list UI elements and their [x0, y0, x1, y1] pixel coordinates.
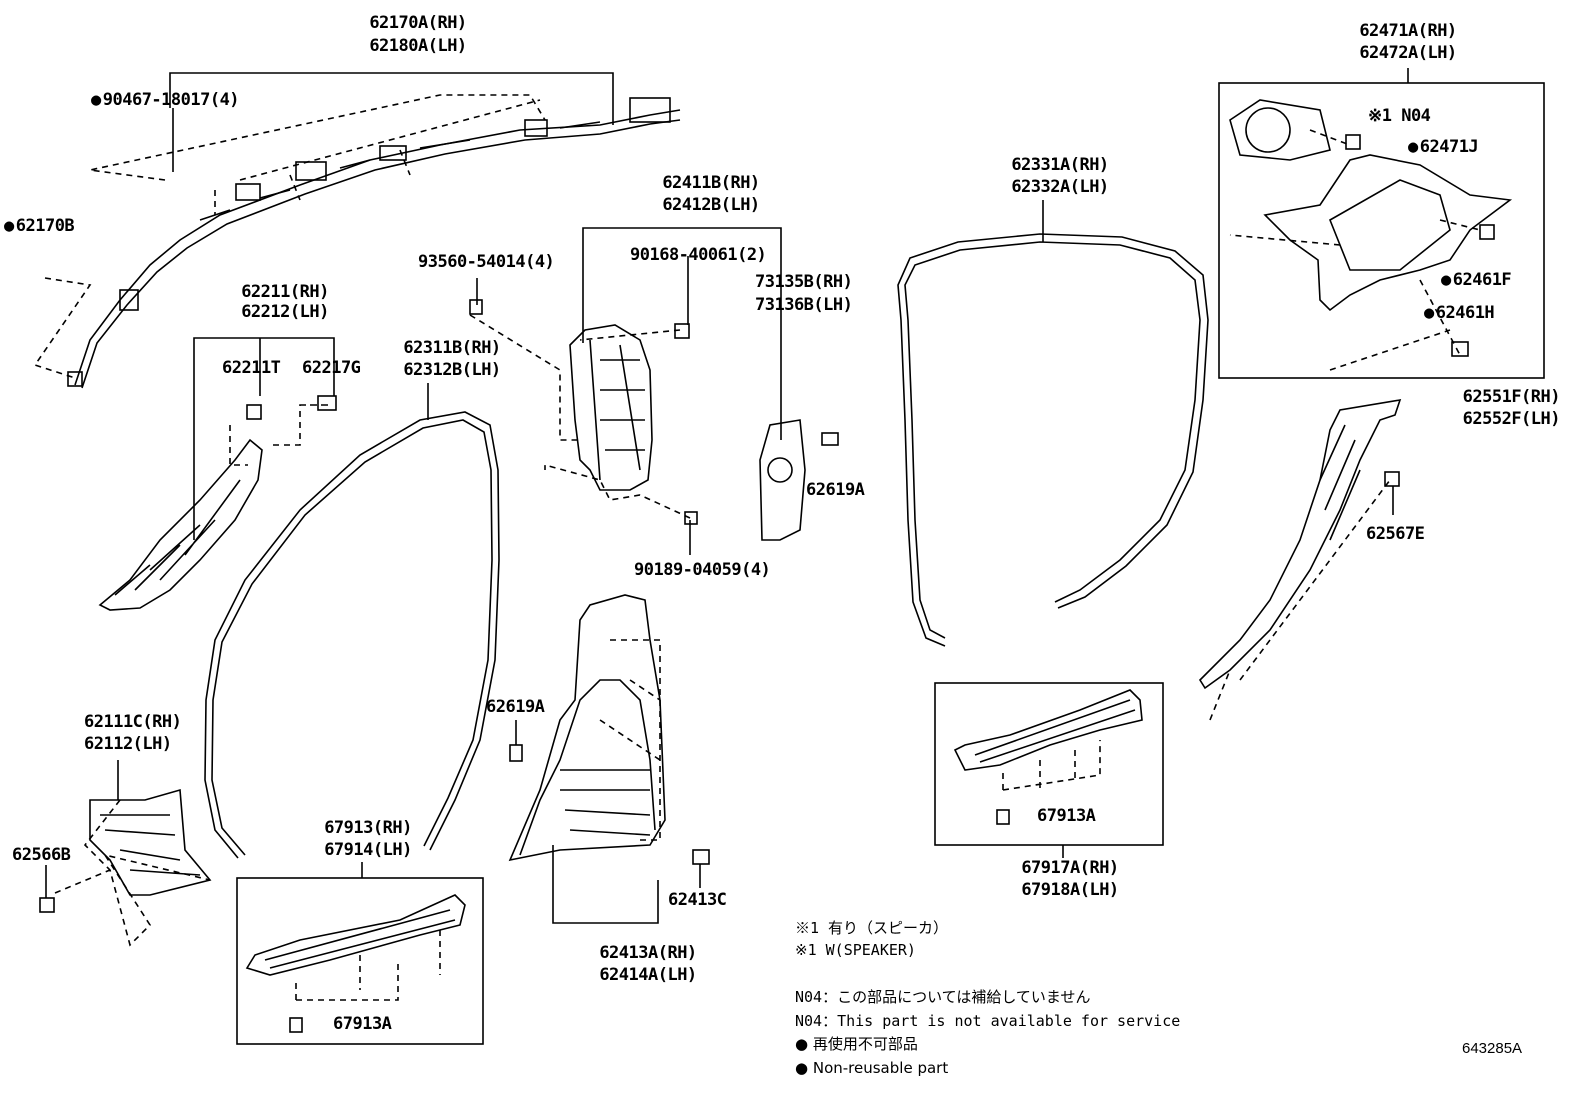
label-clip-62619a-upper: 62619A: [806, 480, 865, 500]
label-scuff-rear-lh: 67918A(LH): [1021, 880, 1119, 900]
label-clip-62471j: 62471J: [1408, 137, 1479, 157]
label-clip-62567e: 62567E: [1366, 524, 1425, 544]
label-clip-62619a-lower: 62619A: [486, 697, 545, 717]
center-pillar-lower-part: [508, 594, 710, 865]
label-weatherstrip-front-rh: 62311B(RH): [403, 338, 501, 358]
label-nut-90189: 90189-04059(4): [634, 560, 771, 580]
label-clip-62461f: 62461F: [1441, 270, 1512, 290]
rear-scuff-box: [934, 682, 1164, 846]
front-pillar-part: [98, 395, 337, 611]
label-roof-rail-lh: 62180A(LH): [369, 36, 467, 56]
label-weatherstrip-rear-rh: 62331A(RH): [1011, 155, 1109, 175]
label-screw-90467: 90467-18017(4): [91, 90, 240, 110]
label-quarter-upper-lh: 62472A(LH): [1359, 43, 1457, 63]
rear-scuff-part: [953, 689, 1143, 825]
front-scuff-box: [236, 877, 484, 1045]
label-pillar-front-lh: 62212(LH): [241, 302, 329, 322]
label-clip-62217g: 62217G: [302, 358, 361, 378]
label-quarter-lower-rh: 62551F(RH): [1462, 387, 1561, 407]
label-roof-rail-rh: 62170A(RH): [369, 13, 467, 33]
label-clip-67913a-rear: 67913A: [1037, 806, 1096, 826]
label-scuff-front-rh: 67913(RH): [324, 818, 412, 838]
label-quarter-upper-rh: 62471A(RH): [1359, 21, 1457, 41]
note-n04-en: N04：This part is not available for servi…: [795, 1012, 1181, 1030]
label-center-lower-rh: 62413A(RH): [599, 943, 697, 963]
label-weatherstrip-front-lh: 62312B(LH): [403, 360, 501, 380]
label-scuff-rear-rh: 67917A(RH): [1021, 858, 1119, 878]
label-screw-93560: 93560-54014(4): [418, 252, 555, 272]
label-scuff-front-lh: 67914(LH): [324, 840, 412, 860]
label-pillar-front-rh: 62211(RH): [241, 282, 329, 302]
label-clip-67913a-front: 67913A: [333, 1014, 392, 1034]
front-scuff-part: [245, 894, 466, 1033]
label-clip-62413c: 62413C: [668, 890, 727, 910]
label-center-upper-rh: 62411B(RH): [662, 173, 760, 193]
note-n04-jp: N04：この部品については補給していません: [795, 988, 1091, 1006]
quarter-upper-box: [1218, 82, 1545, 379]
rear-weatherstrip-part: [897, 233, 1209, 647]
belt-anchor-cover-part: [759, 419, 839, 541]
quarter-lower-part: [1198, 398, 1402, 690]
label-clip-62461h: 62461H: [1424, 303, 1495, 323]
label-belt-anchor-lh: 73136B(LH): [755, 295, 853, 315]
roof-side-rail-part: [67, 97, 681, 389]
label-note-ref-n04: ※1 N04: [1368, 106, 1431, 126]
quarter-upper-part: [1229, 99, 1513, 357]
label-clip-62211t: 62211T: [222, 358, 281, 378]
leader-center-lower: [552, 845, 659, 924]
label-center-lower-lh: 62414A(LH): [599, 965, 697, 985]
label-cowl-rh: 62111C(RH): [84, 712, 182, 732]
label-cowl-lh: 62112(LH): [84, 734, 172, 754]
note-nonreuse-jp: ● 再使用不可部品: [795, 1035, 918, 1053]
note-speaker-en: ※1 W(SPEAKER): [795, 941, 916, 959]
label-clip-62170b: 62170B: [4, 216, 75, 236]
label-belt-anchor-rh: 73135B(RH): [755, 272, 853, 292]
note-nonreuse-en: ● Non-reusable part: [795, 1059, 949, 1077]
center-pillar-upper-part: [469, 299, 698, 525]
leader-center-upper: [582, 227, 782, 440]
front-weatherstrip-part: [204, 411, 500, 859]
label-weatherstrip-rear-lh: 62332A(LH): [1011, 177, 1109, 197]
label-clip-62566b: 62566B: [12, 845, 71, 865]
note-speaker-jp: ※1 有り（スピーカ）: [795, 919, 949, 937]
label-center-upper-lh: 62412B(LH): [662, 195, 760, 215]
label-screw-90168: 90168-40061(2): [630, 245, 767, 265]
diagram-id: 643285A: [1462, 1040, 1523, 1057]
cowl-side-part: [39, 788, 212, 913]
label-quarter-lower-lh: 62552F(LH): [1462, 409, 1561, 429]
